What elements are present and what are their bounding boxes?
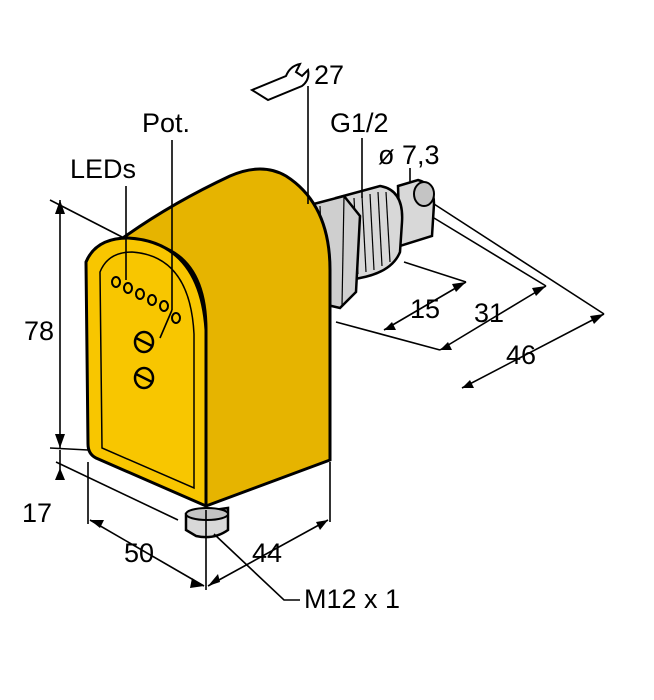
potentiometer-1 [133,330,155,354]
depth-label: 44 [252,538,282,568]
connector-label: M12 x 1 [304,584,400,614]
led [135,288,145,300]
led [159,300,169,312]
led [147,294,157,306]
pot-label: Pot. [142,108,190,138]
dim-46-label: 46 [506,340,536,370]
sensor-housing [84,167,332,539]
dim-31-label: 31 [474,298,504,328]
m12-connector [184,506,230,539]
arrowheads [55,200,604,588]
led [111,276,121,288]
potentiometer-2 [133,366,155,390]
dim-15-label: 15 [410,294,440,324]
leds-label: LEDs [70,154,136,184]
housing-side [116,167,332,509]
led [171,312,181,324]
thread-label: G1/2 [330,108,389,138]
height-label: 78 [24,316,54,346]
front-panel [99,251,195,490]
dimension-lines [49,199,605,590]
leader-lines [125,86,411,601]
diameter-label: ø 7,3 [378,140,440,170]
led-row [111,276,181,324]
wrench-size-label: 27 [314,60,344,90]
connector-offset-label: 17 [22,498,52,528]
wrench-icon [249,62,310,102]
width-label: 50 [124,538,154,568]
led [123,282,133,294]
